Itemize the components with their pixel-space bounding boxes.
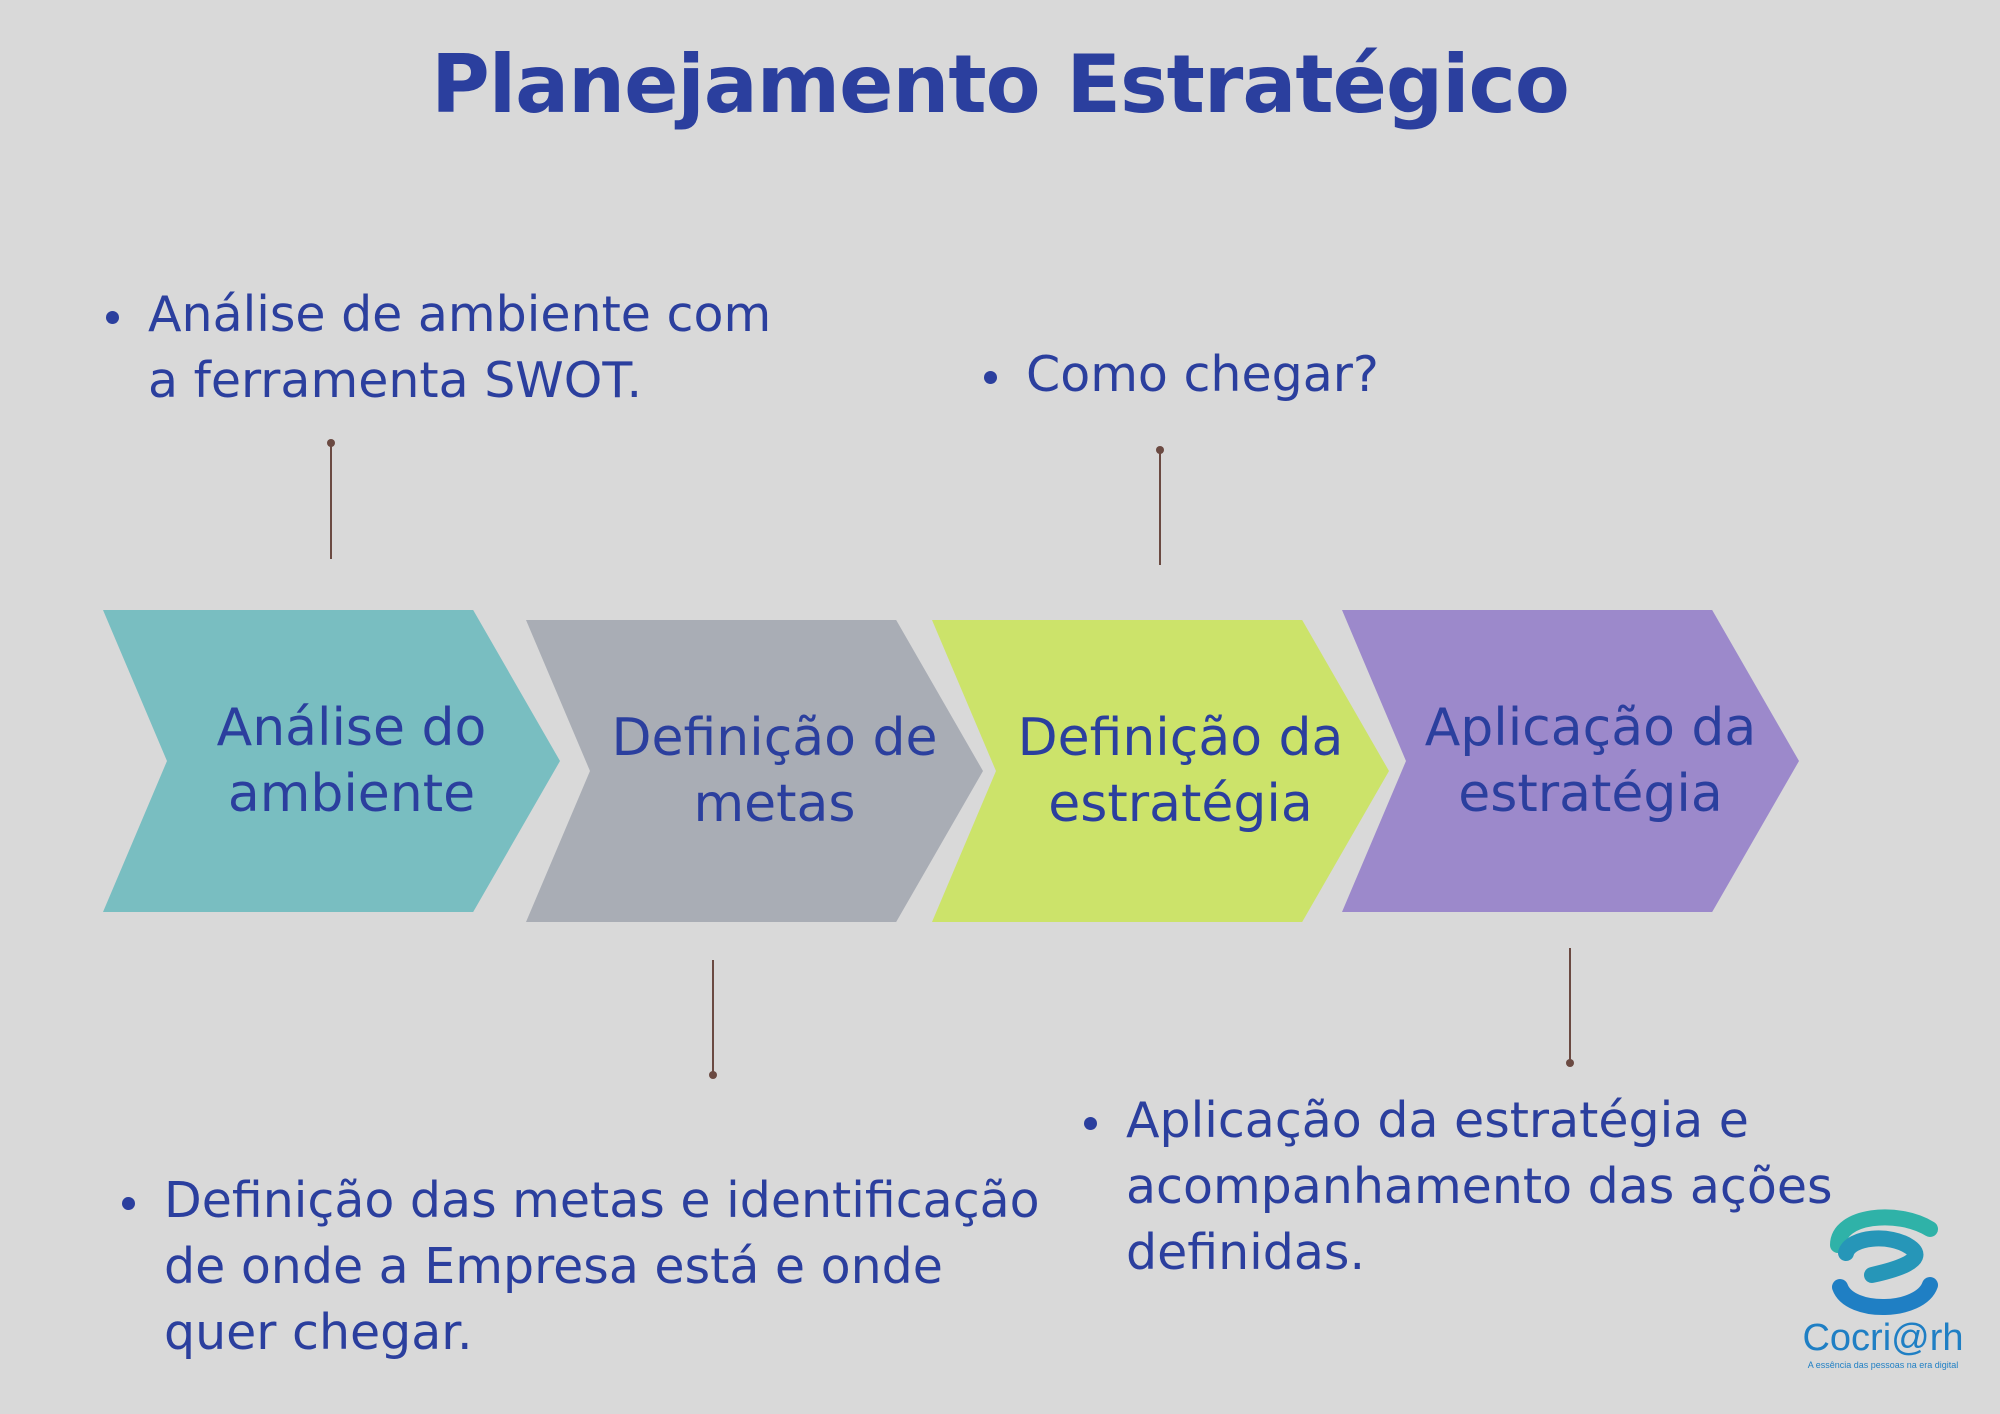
note-step-2: Definição das metas e identificação de o… [118,1168,1068,1366]
step-definicao-de-metas: Definição de metas [526,620,983,922]
cocriarh-logo: Cocri@rh A essência das pessoas na era d… [1780,1195,1980,1375]
note-step-1: Análise de ambiente com a ferramenta SWO… [102,282,782,414]
step-label: Definição de metas [611,708,938,834]
logo-tagline: A essência das pessoas na era digital [1807,1360,1959,1370]
step-label: Análise do ambiente [216,698,487,824]
note-step-4: Aplicação da estratégia e acompanhamento… [1080,1088,1850,1286]
logo-waves-icon [1830,1209,1938,1315]
connector-step-1 [327,439,335,559]
connector-step-2 [709,960,717,1079]
logo-wordmark: Cocri@rh [1802,1317,1964,1359]
note-step-3: Como chegar? [980,342,1580,408]
connector-dot [1566,1059,1574,1067]
step-definicao-da-estrategia: Definição da estratégia [932,620,1389,922]
page-title: Planejamento Estratégico [431,38,1570,131]
step-analise-do-ambiente: Análise do ambiente [103,610,560,912]
step-label: Aplicação da estratégia [1424,698,1757,824]
connector-dot [1156,446,1164,454]
connector-dot [327,439,335,447]
step-aplicacao-da-estrategia: Aplicação da estratégia [1342,610,1799,912]
connector-dot [709,1071,717,1079]
note-step-4-text: Aplicação da estratégia e acompanhamento… [1080,1088,1850,1286]
note-step-3-text: Como chegar? [980,342,1580,408]
connector-step-4 [1566,948,1574,1067]
note-step-2-text: Definição das metas e identificação de o… [118,1168,1068,1366]
step-label: Definição da estratégia [1017,708,1344,834]
note-step-1-text: Análise de ambiente com a ferramenta SWO… [102,282,782,414]
connector-step-3 [1156,446,1164,565]
